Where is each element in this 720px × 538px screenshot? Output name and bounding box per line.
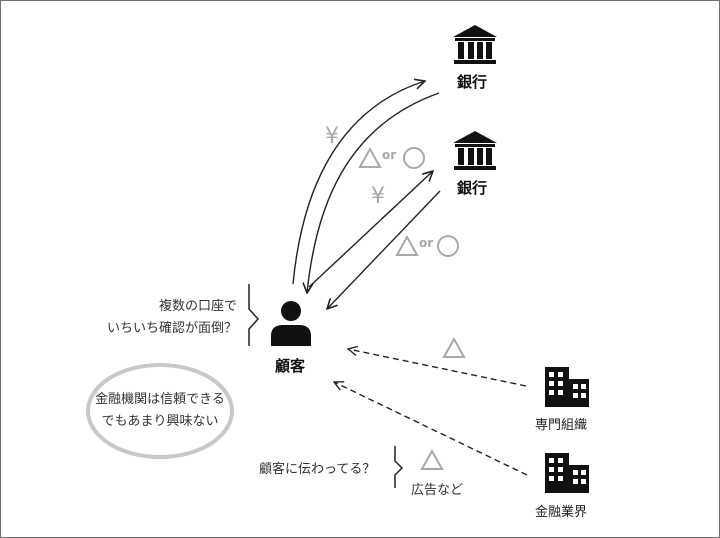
triangle-mark xyxy=(420,448,444,470)
communicated-note: 顧客に伝わってる？ xyxy=(259,462,376,477)
financial-industry-label: 金融業界 xyxy=(535,505,588,520)
triangle-mark xyxy=(442,336,466,358)
building-icon xyxy=(545,453,589,493)
trust-note-line1: 金融機関は信頼できる xyxy=(95,392,225,407)
yen-symbol: ¥ xyxy=(325,124,339,149)
multi-account-note-line1: 複数の口座で xyxy=(158,299,237,314)
ads-label: 広告など xyxy=(411,483,464,498)
circle-mark xyxy=(403,147,425,169)
arrow-bank-mid-to-customer xyxy=(327,190,441,309)
bank-label-mid: 銀行 xyxy=(457,179,488,197)
multi-account-note: 複数の口座で いちいち確認が面倒？ xyxy=(107,296,237,340)
dashed-arrow-industry-to-customer xyxy=(334,382,528,476)
person-icon xyxy=(271,301,311,346)
yen-symbol: ¥ xyxy=(371,184,385,209)
bracket xyxy=(248,284,260,346)
trust-note-line2: でもあまり興味ない xyxy=(101,414,219,429)
arrow-customer-to-bank-mid xyxy=(308,171,433,288)
trust-note: 金融機関は信頼できる でもあまり興味ない xyxy=(88,389,232,433)
bracket xyxy=(394,446,404,488)
bank-icon xyxy=(453,131,497,170)
customer-label: 顧客 xyxy=(275,357,306,375)
multi-account-note-line2: いちいち確認が面倒？ xyxy=(106,321,237,336)
or-label: or xyxy=(419,236,434,250)
triangle-mark xyxy=(395,234,419,256)
or-label: or xyxy=(382,148,397,162)
trust-ellipse xyxy=(86,363,234,459)
arrow-bank-top-to-customer xyxy=(307,92,440,293)
dashed-arrow-specialist-to-customer xyxy=(348,349,527,387)
building-icon xyxy=(545,367,589,407)
arrow-customer-to-bank-top xyxy=(292,81,425,285)
bank-icon xyxy=(453,25,497,64)
specialist-org-label: 専門組織 xyxy=(535,418,588,433)
circle-mark xyxy=(437,235,459,257)
triangle-mark xyxy=(358,146,382,168)
bank-label-top: 銀行 xyxy=(457,73,488,91)
